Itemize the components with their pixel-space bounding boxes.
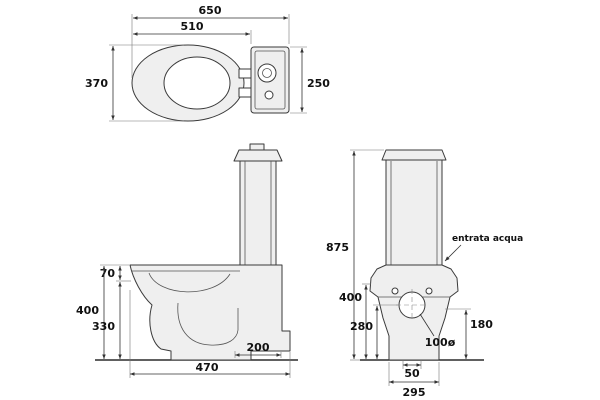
side-view: 70 400 330 200 470 bbox=[76, 143, 298, 378]
dim-label-side-connection-height: 180 bbox=[470, 318, 493, 331]
cistern-side-outline bbox=[239, 160, 277, 266]
flush-button-outer bbox=[257, 63, 277, 83]
seat-hinge-top bbox=[238, 68, 253, 79]
leader-line-100 bbox=[419, 313, 435, 337]
dim-label-outlet-distance: 200 bbox=[247, 341, 270, 354]
dim-label-outlet-height: 280 bbox=[350, 320, 373, 333]
cistern-lid-side bbox=[233, 149, 283, 162]
dim-label-bowl-width: 370 bbox=[85, 77, 108, 90]
fixing-hole-left bbox=[391, 287, 399, 295]
fixing-hole-right bbox=[425, 287, 433, 295]
dim-label-base-width: 295 bbox=[403, 386, 426, 399]
seat-hinge-bottom bbox=[238, 87, 253, 98]
top-view: 650 510 370 250 bbox=[85, 4, 330, 122]
flush-button-inner bbox=[262, 68, 272, 78]
bowl-interior-line bbox=[148, 272, 231, 293]
bowl-plan-opening bbox=[163, 56, 231, 110]
dim-label-bowl-length: 510 bbox=[181, 20, 204, 33]
dim-label-hole-diameter: 100ø bbox=[425, 336, 456, 349]
bowl-side-profile bbox=[129, 264, 291, 361]
dim-label-inlet-height: 400 bbox=[339, 291, 362, 304]
cistern-rear-outline bbox=[385, 159, 443, 266]
dim-label-total-height: 875 bbox=[326, 241, 349, 254]
cistern-plan-hole bbox=[264, 90, 274, 100]
dim-label-total-length: 650 bbox=[199, 4, 222, 17]
water-inlet-label: entrata acqua bbox=[452, 234, 523, 244]
dim-label-trap-height: 330 bbox=[92, 320, 115, 333]
rear-view: 100ø 875 entrata acqua 400 280 180 50 29… bbox=[326, 149, 523, 399]
trap-curve bbox=[177, 302, 239, 346]
dim-label-rim-drop: 70 bbox=[100, 267, 116, 280]
water-inlet-arrow bbox=[444, 244, 462, 262]
dim-label-cistern-depth: 250 bbox=[307, 77, 330, 90]
cistern-plan-inner bbox=[254, 50, 286, 110]
dim-label-outlet-offset: 50 bbox=[404, 367, 420, 380]
cistern-lid-rear bbox=[381, 149, 447, 161]
dim-label-total-depth: 470 bbox=[196, 361, 219, 374]
dim-label-seat-height: 400 bbox=[76, 304, 99, 317]
